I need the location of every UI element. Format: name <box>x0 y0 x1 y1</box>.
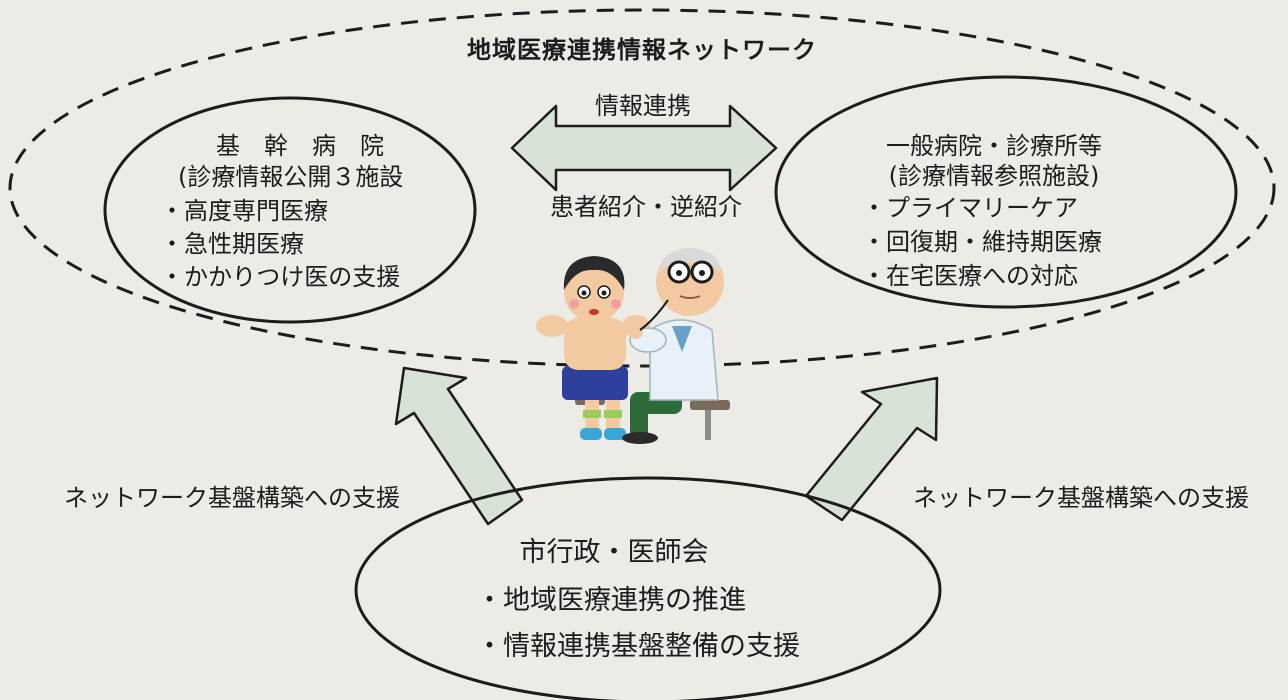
city-ellipse <box>354 476 942 700</box>
general-hospital-subtitle: (診療情報参照施設) <box>888 162 1100 190</box>
city-item-1: ・地域医療連携の推進 <box>476 585 746 616</box>
core-hospital-item-1: ・高度専門医療 <box>160 197 328 225</box>
core-hospital-subtitle: (診療情報公開３施設 <box>178 163 404 191</box>
general-hospital-title: 一般病院・診療所等 <box>886 132 1102 160</box>
network-title: 地域医療連携情報ネットワーク <box>467 36 817 64</box>
left-support-arrow <box>394 366 524 526</box>
city-item-2: ・情報連携基盤整備の支援 <box>476 631 800 662</box>
network-dashed-ellipse <box>8 8 1276 368</box>
exchange-bottom-label: 患者紹介・逆紹介 <box>550 193 742 221</box>
right-support-arrow <box>804 376 939 522</box>
right-support-label: ネットワーク基盤構築への支援 <box>913 484 1249 512</box>
core-hospital-item-2: ・急性期医療 <box>160 230 304 258</box>
general-hospital-ellipse <box>774 75 1238 309</box>
general-hospital-item-1: ・プライマリーケア <box>862 194 1078 222</box>
core-hospital-item-3: ・かかりつけ医の支援 <box>160 263 401 291</box>
core-hospital-title: 基 幹 病 院 <box>216 132 384 160</box>
general-hospital-item-3: ・在宅医療への対応 <box>862 262 1078 290</box>
general-hospital-item-2: ・回復期・維持期医療 <box>862 228 1102 256</box>
left-support-label: ネットワーク基盤構築への支援 <box>64 484 400 512</box>
exchange-top-label: 情報連携 <box>595 92 691 120</box>
exchange-double-arrow <box>510 104 778 192</box>
core-hospital-ellipse <box>103 96 477 324</box>
city-title: 市行政・医師会 <box>519 537 709 568</box>
doctor-child-illustration <box>536 248 730 444</box>
